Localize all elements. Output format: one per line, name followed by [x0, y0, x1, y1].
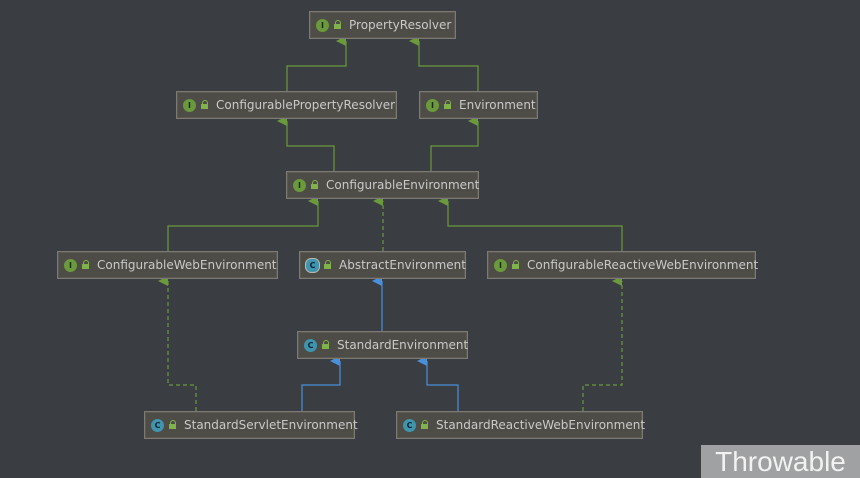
node-label: StandardReactiveWebEnvironment: [436, 418, 646, 432]
node-configurable-reactive-web-environment[interactable]: I ConfigurableReactiveWebEnvironment: [487, 251, 759, 279]
node-standard-reactive-web-environment[interactable]: C StandardReactiveWebEnvironment: [396, 411, 646, 439]
edge-standard-servlet-environment-implements-configurable-web-environment: [158, 276, 197, 411]
public-lock-icon: [420, 420, 429, 430]
class-icon: C: [403, 418, 416, 432]
public-lock-icon: [168, 420, 177, 430]
node-standard-environment[interactable]: C StandardEnvironment: [297, 331, 468, 359]
edge-configurable-web-environment-to-configurable-environment: [167, 196, 319, 251]
public-lock-icon: [321, 340, 330, 350]
node-abstract-environment[interactable]: C AbstractEnvironment: [299, 251, 466, 279]
node-label: AbstractEnvironment: [339, 258, 466, 272]
watermark: Throwable: [701, 445, 860, 478]
node-label: ConfigurableWebEnvironment: [97, 258, 277, 272]
node-label: StandardServletEnvironment: [184, 418, 358, 432]
node-label: Environment: [459, 98, 536, 112]
public-lock-icon: [511, 260, 520, 270]
public-lock-icon: [323, 260, 332, 270]
node-label: ConfigurableReactiveWebEnvironment: [527, 258, 759, 272]
node-label: StandardEnvironment: [337, 338, 469, 352]
node-standard-servlet-environment[interactable]: C StandardServletEnvironment: [144, 411, 358, 439]
class-icon: C: [151, 418, 164, 432]
edge-standard-servlet-environment-extends-standard-environment: [301, 356, 341, 411]
interface-icon: I: [316, 18, 329, 32]
public-lock-icon: [200, 100, 209, 110]
edge-configurable-environment-to-environment: [430, 116, 479, 171]
edge-configurable-reactive-web-environment-to-configurable-environment: [438, 196, 623, 251]
public-lock-icon: [443, 100, 452, 110]
node-property-resolver[interactable]: I PropertyResolver: [309, 11, 456, 39]
interface-icon: I: [183, 98, 196, 112]
node-label: PropertyResolver: [349, 18, 452, 32]
class-icon: C: [304, 338, 317, 352]
edge-configurable-environment-to-configurable-property-resolver: [277, 116, 335, 171]
edge-environment-to-property-resolver: [409, 36, 479, 91]
edge-configurable-property-resolver-to-property-resolver: [286, 36, 347, 91]
node-configurable-environment[interactable]: I ConfigurableEnvironment: [286, 171, 479, 199]
interface-icon: I: [494, 258, 507, 272]
abstract-class-icon: C: [306, 258, 319, 272]
node-configurable-web-environment[interactable]: I ConfigurableWebEnvironment: [57, 251, 278, 279]
interface-icon: I: [64, 258, 77, 272]
interface-icon: I: [293, 178, 306, 192]
edge-standard-reactive-web-environment-extends-standard-environment: [417, 356, 459, 411]
public-lock-icon: [310, 180, 319, 190]
public-lock-icon: [81, 260, 90, 270]
public-lock-icon: [333, 20, 342, 30]
node-environment[interactable]: I Environment: [419, 91, 538, 119]
interface-icon: I: [426, 98, 439, 112]
node-label: ConfigurableEnvironment: [326, 178, 480, 192]
edge-standard-reactive-web-environment-implements-configurable-reactive-web-environment: [582, 276, 623, 411]
node-label: ConfigurablePropertyResolver: [216, 98, 396, 112]
node-configurable-property-resolver[interactable]: I ConfigurablePropertyResolver: [176, 91, 397, 119]
